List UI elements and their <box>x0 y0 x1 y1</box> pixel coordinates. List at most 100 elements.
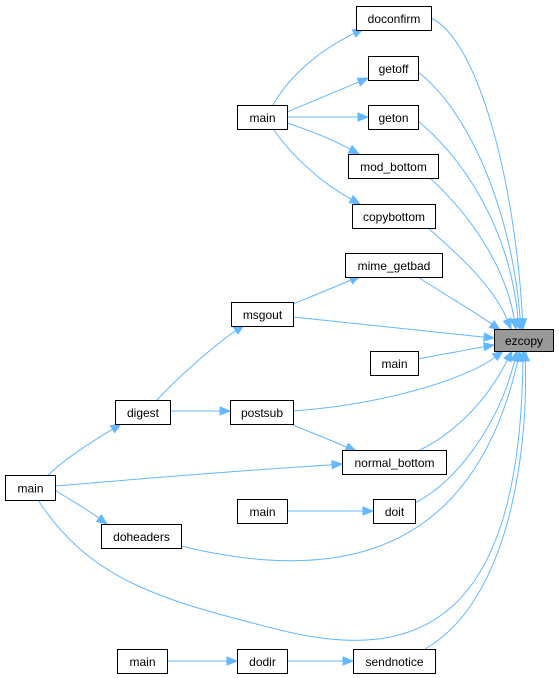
node-box[interactable] <box>237 499 288 524</box>
arrowhead <box>219 406 232 416</box>
node-label: main <box>129 655 155 669</box>
edge-line <box>424 360 527 650</box>
node-doheaders[interactable]: doheaders <box>101 524 182 549</box>
node-label: doit <box>385 505 405 519</box>
node-label: mime_getbad <box>358 259 431 273</box>
node-box[interactable] <box>373 499 416 524</box>
arrowhead <box>109 423 123 434</box>
edge-main_c-to-digest <box>47 423 123 476</box>
node-label: mod_bottom <box>360 160 427 174</box>
node-box[interactable] <box>117 649 168 674</box>
node-geton[interactable]: geton <box>368 105 419 130</box>
node-box[interactable] <box>494 329 554 352</box>
node-box[interactable] <box>352 204 436 229</box>
node-label: main <box>381 357 407 371</box>
edge-mod_bottom-to-ezcopy <box>429 177 519 331</box>
node-msgout[interactable]: msgout <box>231 302 294 327</box>
node-box[interactable] <box>345 253 443 278</box>
node-main-a[interactable]: main <box>237 105 288 130</box>
edge-line <box>417 71 521 320</box>
arrowhead <box>503 349 513 363</box>
arrowhead <box>362 506 375 516</box>
arrowhead <box>491 350 505 362</box>
node-main-e[interactable]: main <box>117 649 168 674</box>
node-box[interactable] <box>230 400 294 425</box>
edge-line <box>417 120 519 320</box>
edge-layer <box>37 17 531 666</box>
node-box[interactable] <box>5 475 56 501</box>
arrowhead <box>356 77 370 87</box>
node-box[interactable] <box>370 351 419 376</box>
edge-main_e-to-dodir <box>167 656 239 666</box>
node-dodir[interactable]: dodir <box>237 649 288 674</box>
edge-line <box>414 360 516 504</box>
arrowhead <box>342 656 355 666</box>
node-box[interactable] <box>115 400 171 425</box>
edge-line <box>292 316 485 338</box>
node-postsub[interactable]: postsub <box>230 400 294 425</box>
node-label: main <box>249 111 275 125</box>
arrowhead <box>348 194 362 205</box>
node-box[interactable] <box>237 105 288 130</box>
edge-line <box>417 346 485 360</box>
node-box[interactable] <box>348 154 439 179</box>
node-box[interactable] <box>368 105 419 130</box>
node-box[interactable] <box>231 302 294 327</box>
edge-line <box>37 360 524 641</box>
arrowhead <box>482 342 496 352</box>
node-digest[interactable]: digest <box>115 400 171 425</box>
node-label: ezcopy <box>505 334 543 348</box>
arrowhead <box>520 349 531 362</box>
edge-line <box>286 122 351 150</box>
edge-dodir-to-sendnotice <box>287 656 355 666</box>
edge-msgout-to-mime_getbad <box>292 275 362 305</box>
edge-main_c-to-normal_bottom <box>54 459 344 487</box>
node-label: main <box>17 482 43 496</box>
arrowhead <box>357 112 370 122</box>
node-copybottom[interactable]: copybottom <box>352 204 436 229</box>
edge-main_b-to-ezcopy <box>417 342 496 360</box>
node-doit[interactable]: doit <box>373 499 416 524</box>
node-label: getoff <box>379 62 409 76</box>
arrowhead <box>347 144 361 155</box>
node-mime-getbad[interactable]: mime_getbad <box>345 253 443 278</box>
edge-line <box>54 489 100 519</box>
arrowhead <box>95 514 109 525</box>
node-label: copybottom <box>363 210 425 224</box>
node-box[interactable] <box>368 56 419 81</box>
edge-main_a-to-doconfirm <box>272 28 365 106</box>
edge-line <box>292 279 352 305</box>
edge-digest-to-postsub <box>170 406 232 416</box>
node-box[interactable] <box>237 649 288 674</box>
arrowhead <box>502 317 512 331</box>
node-label: sendnotice <box>365 655 423 669</box>
node-box[interactable] <box>342 450 447 475</box>
node-main-c[interactable]: main <box>5 475 56 501</box>
edge-line <box>429 177 515 320</box>
node-label: postsub <box>241 406 283 420</box>
arrowhead <box>226 656 239 666</box>
edge-line <box>427 227 508 320</box>
node-box[interactable] <box>353 649 436 674</box>
node-main-d[interactable]: main <box>237 499 288 524</box>
node-sendnotice[interactable]: sendnotice <box>353 649 436 674</box>
node-ezcopy[interactable]: ezcopy <box>494 329 554 352</box>
node-doconfirm[interactable]: doconfirm <box>356 6 432 31</box>
arrowhead <box>344 442 358 452</box>
edge-line <box>54 464 333 487</box>
node-label: digest <box>127 406 160 420</box>
node-mod-bottom[interactable]: mod_bottom <box>348 154 439 179</box>
edge-msgout-to-ezcopy <box>292 316 496 342</box>
node-box[interactable] <box>101 524 182 549</box>
arrowhead <box>488 320 502 331</box>
node-label: doconfirm <box>368 12 421 26</box>
node-label: doheaders <box>113 530 170 544</box>
node-getoff[interactable]: getoff <box>368 56 419 81</box>
node-box[interactable] <box>356 6 432 31</box>
edge-line <box>430 17 523 320</box>
node-main-b[interactable]: main <box>370 351 419 376</box>
edge-line <box>156 330 237 401</box>
node-label: normal_bottom <box>354 456 434 470</box>
node-normal-bottom[interactable]: normal_bottom <box>342 450 447 475</box>
